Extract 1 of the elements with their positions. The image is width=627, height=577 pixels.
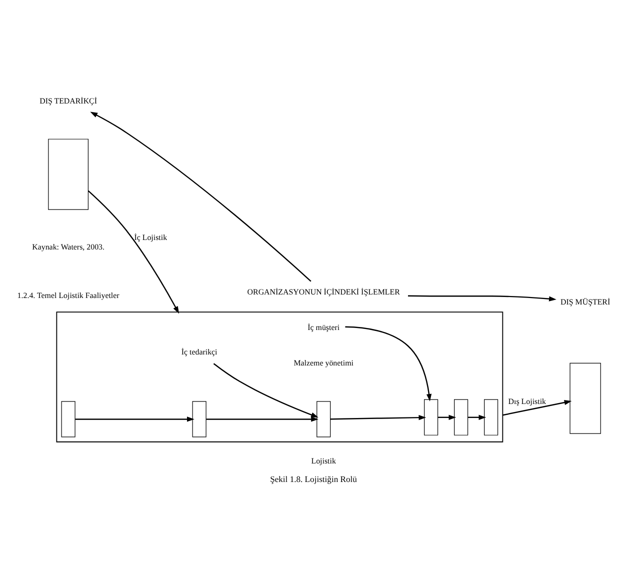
caption: Şekil 1.8. Lojistiğin Rolü: [270, 474, 357, 484]
